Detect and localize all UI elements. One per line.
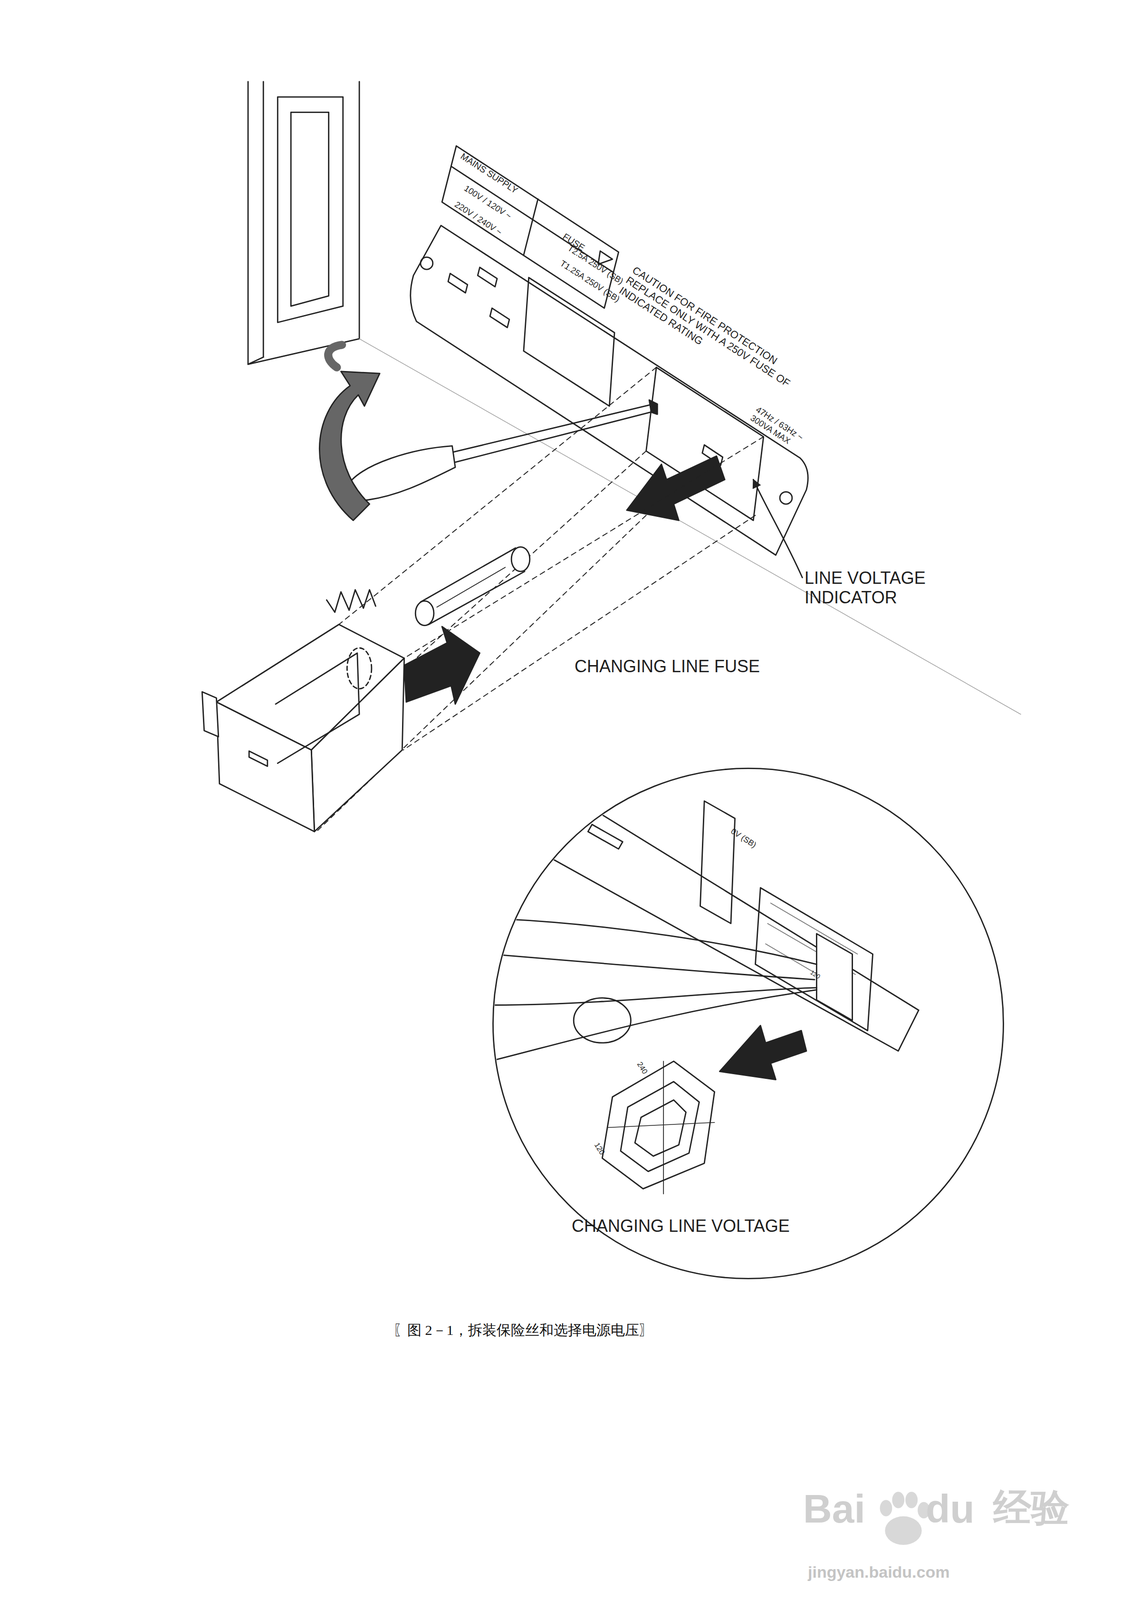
leader-line	[753, 479, 803, 578]
figure-caption: 〖图 2－1，拆装保险丝和选择电源电压〗	[392, 1321, 654, 1341]
fuse	[415, 546, 530, 626]
watermark: du	[925, 1486, 975, 1533]
figure-title: CHANGING LINE FUSE	[574, 656, 760, 677]
caution-note: CAUTION FOR FIRE PROTECTION REPLACE ONLY…	[617, 264, 809, 406]
pull-arrow	[626, 456, 725, 521]
detail-circle	[492, 768, 1004, 1279]
watermark: jingyan.baidu.com	[807, 1563, 950, 1582]
watermark-icon	[880, 1492, 930, 1546]
rotate-arrow	[328, 345, 343, 368]
rotate-arrow	[319, 371, 380, 521]
figure-title: CHANGING LINE VOLTAGE	[571, 1216, 790, 1237]
callout-label: LINE VOLTAGE INDICATOR	[804, 568, 962, 608]
watermark: Bai	[803, 1486, 866, 1533]
voltage-mark: 240	[634, 1060, 650, 1076]
detail-view	[489, 795, 919, 1195]
watermark: 经验	[993, 1486, 1070, 1531]
fuse-holder	[201, 590, 404, 833]
power-entry-plate	[410, 225, 809, 556]
screwdriver	[349, 400, 658, 501]
chassis-frame	[248, 81, 1021, 715]
insert-arrow	[404, 626, 480, 705]
